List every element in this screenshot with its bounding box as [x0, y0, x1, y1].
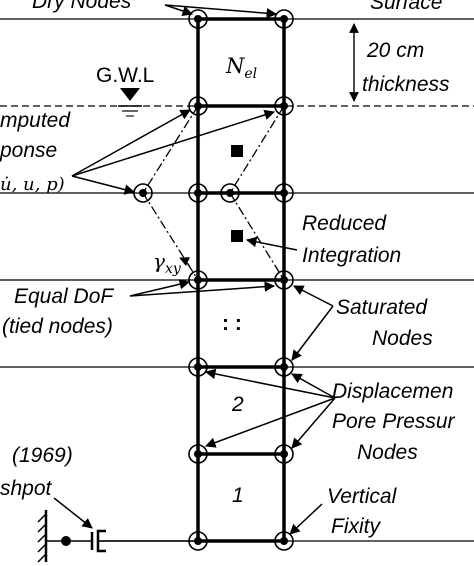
node-dot: [139, 15, 288, 545]
thickness-word-label: thickness: [362, 73, 450, 96]
displacement-pore-arrow: [291, 373, 336, 399]
fixity-label: Fixity: [331, 515, 381, 538]
dry-nodes-arrow: [164, 4, 193, 16]
saturated-nodes-arrow: [291, 305, 334, 361]
dashpot-anchor-dot: [61, 536, 71, 546]
integration-label: Integration: [302, 244, 401, 267]
leader-arrows: [53, 4, 336, 535]
computed-response-arrow: [71, 109, 191, 177]
equal-dof-arrow: [129, 281, 276, 297]
displacement-pore-arrow: [291, 397, 336, 449]
element-1-label: 1: [232, 484, 244, 507]
surface-label: Surface: [370, 0, 442, 14]
computed-response-arrow: [71, 109, 276, 177]
displacement-pore-arrow: [204, 368, 336, 399]
displacement-label: Displacemen: [332, 380, 453, 403]
year-label: (1969): [12, 444, 73, 467]
dashpot-arrow: [53, 497, 93, 529]
response-label: ponse: [0, 139, 57, 162]
dashpot-symbol: [37, 510, 198, 563]
integration-point: [231, 230, 243, 242]
displacement-pore-arrow: [205, 397, 336, 448]
dry-nodes-label: Dry Nodes: [32, 0, 132, 13]
vertical-fixity-arrow: [289, 503, 323, 535]
element-2-label: 2: [231, 393, 244, 416]
reduced-label: Reduced: [302, 212, 387, 235]
dp-nodes-label: Nodes: [357, 441, 418, 464]
column-outline: [196, 17, 286, 543]
gwl-label: G.W.L: [96, 64, 154, 87]
integration-point: [231, 145, 243, 157]
vertical-label: Vertical: [327, 485, 398, 508]
saturated-label: Saturated: [336, 296, 428, 319]
nodes: [133, 9, 294, 551]
response-vars-label: u̇, u, p): [0, 174, 65, 195]
tied-nodes-label: (tied nodes): [2, 315, 113, 338]
computed-response-arrow: [71, 175, 136, 195]
reduced-integration-arrow: [245, 236, 298, 251]
node-ring: [133, 9, 294, 551]
shear-strain-label: γxy: [153, 249, 182, 277]
element-symbol-label: Nel: [225, 54, 257, 82]
thickness-value-label: 20 cm: [366, 39, 424, 62]
dashpot-label: shpot: [0, 477, 53, 500]
equal-dof-label: Equal DoF: [14, 285, 114, 308]
pore-pressure-label: Pore Pressur: [332, 410, 456, 433]
dots-label: : :: [222, 312, 242, 335]
shear-strain-arc: [179, 257, 191, 268]
computed-label: mputed: [0, 109, 71, 132]
equal-dof-arrow: [129, 279, 191, 297]
saturated-nodes-arrow: [293, 285, 334, 307]
water-table-symbol: [118, 88, 142, 117]
saturated-nodes-label: Nodes: [372, 327, 433, 350]
dry-nodes-arrow: [164, 4, 278, 19]
